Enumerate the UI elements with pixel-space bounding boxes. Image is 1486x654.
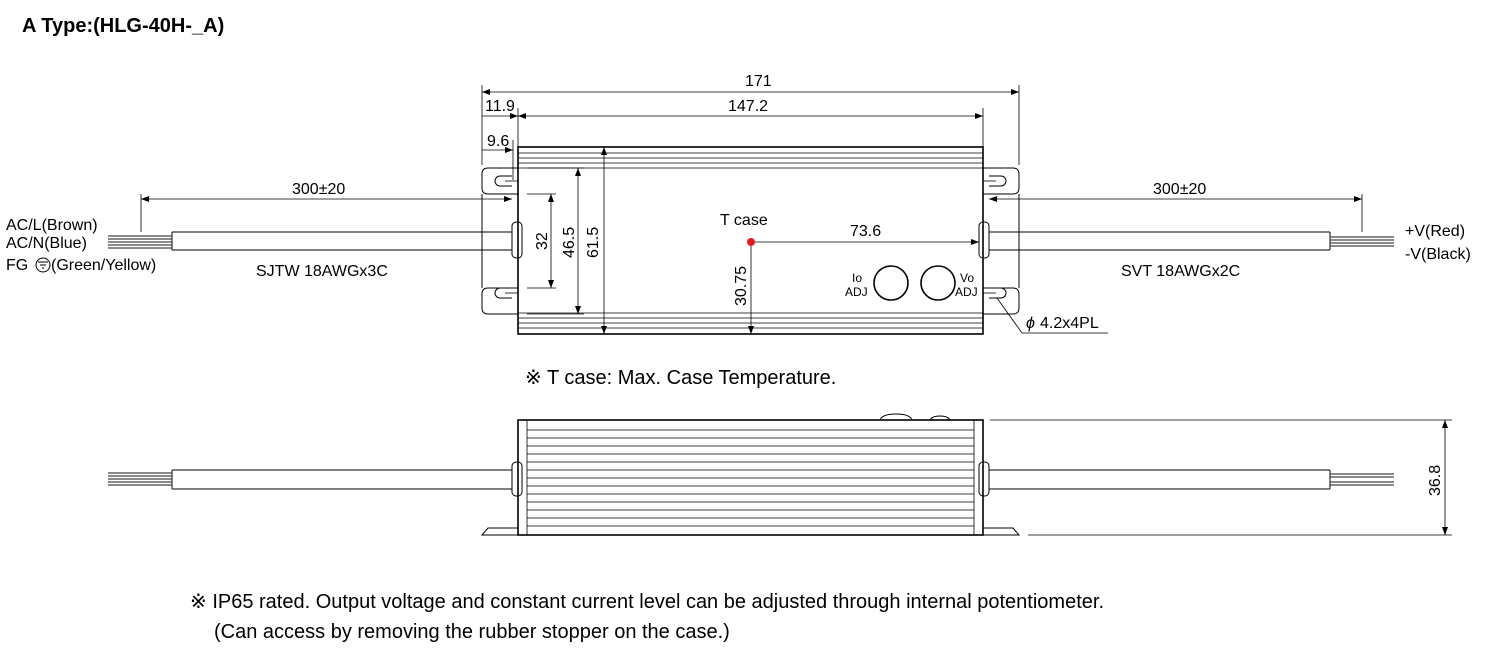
io-adj-pot bbox=[873, 265, 909, 301]
fg-color-label: (Green/Yellow) bbox=[51, 257, 156, 274]
dim-32-label: 32 bbox=[534, 232, 551, 250]
dim-9-6-label: 9.6 bbox=[487, 133, 509, 150]
tcase-point bbox=[747, 238, 755, 246]
tcase-label: T case bbox=[720, 212, 768, 229]
left-flange bbox=[481, 167, 518, 315]
right-gland-side bbox=[978, 461, 990, 497]
fins-side bbox=[526, 420, 975, 535]
housing-side bbox=[517, 419, 984, 536]
dim-vertical bbox=[527, 147, 607, 334]
dim-36-8 bbox=[990, 419, 1452, 536]
dim-73-6-label: 73.6 bbox=[850, 223, 881, 240]
fg-label: FG bbox=[6, 257, 28, 274]
dim-73-6 bbox=[755, 239, 979, 245]
dim-61-5-label: 61.5 bbox=[585, 227, 602, 258]
io-adj-label: ADJ bbox=[845, 285, 868, 299]
io-label: Io bbox=[852, 271, 862, 285]
mount-hole-leader bbox=[996, 297, 1108, 334]
dim-300-right-label: 300±20 bbox=[1153, 181, 1206, 198]
dim-30-75-label: 30.75 bbox=[733, 266, 750, 306]
side-view: 36.8 bbox=[108, 413, 1452, 536]
output-cable-side bbox=[989, 469, 1394, 490]
dim-30-75 bbox=[748, 246, 754, 334]
right-gland bbox=[978, 221, 990, 259]
acn-label: AC/N(Blue) bbox=[6, 235, 87, 252]
dim-171 bbox=[481, 85, 1020, 165]
output-cable bbox=[989, 231, 1394, 251]
vo-label: Vo bbox=[960, 271, 974, 285]
dim-300-left-label: 300±20 bbox=[292, 181, 345, 198]
acl-label: AC/L(Brown) bbox=[6, 217, 98, 234]
dim-147 bbox=[482, 108, 984, 147]
dim-11-9-label: 11.9 bbox=[485, 98, 515, 115]
ip65-note: ※ IP65 rated. Output voltage and constan… bbox=[190, 591, 1104, 613]
ground-icon bbox=[35, 257, 51, 273]
page-title: A Type:(HLG-40H-_A) bbox=[22, 15, 224, 37]
housing-top bbox=[517, 146, 984, 335]
phi-icon: ϕ bbox=[1026, 315, 1035, 332]
right-foot bbox=[983, 527, 1021, 536]
input-cable-label: SJTW 18AWGx3C bbox=[256, 263, 388, 280]
vo-adj-label: ADJ bbox=[955, 285, 978, 299]
tcase-note: ※ T case: Max. Case Temperature. bbox=[525, 367, 836, 389]
vplus-label: +V(Red) bbox=[1405, 223, 1465, 240]
dim-300-right bbox=[989, 194, 1363, 232]
dim-9-6 bbox=[482, 140, 514, 180]
left-gland-side bbox=[511, 461, 523, 497]
top-view: Io ADJ Vo ADJ T case 171 11.9 147.2 bbox=[6, 73, 1471, 335]
right-flange bbox=[983, 167, 1020, 315]
input-cable bbox=[108, 231, 512, 251]
dim-36-8-label: 36.8 bbox=[1427, 465, 1444, 496]
input-cable-side bbox=[108, 469, 512, 490]
vo-adj-pot bbox=[920, 265, 956, 301]
dim-147-label: 147.2 bbox=[728, 98, 768, 115]
ip65-note-2: (Can access by removing the rubber stopp… bbox=[214, 621, 730, 643]
dim-171-label: 171 bbox=[745, 73, 772, 90]
output-cable-label: SVT 18AWGx2C bbox=[1121, 263, 1240, 280]
vminus-label: -V(Black) bbox=[1405, 246, 1471, 263]
dim-46-5-label: 46.5 bbox=[561, 227, 578, 258]
left-foot bbox=[480, 527, 518, 536]
mount-hole-label: 4.2x4PL bbox=[1040, 315, 1099, 332]
left-gland bbox=[511, 221, 523, 259]
dim-300-left bbox=[140, 194, 512, 232]
